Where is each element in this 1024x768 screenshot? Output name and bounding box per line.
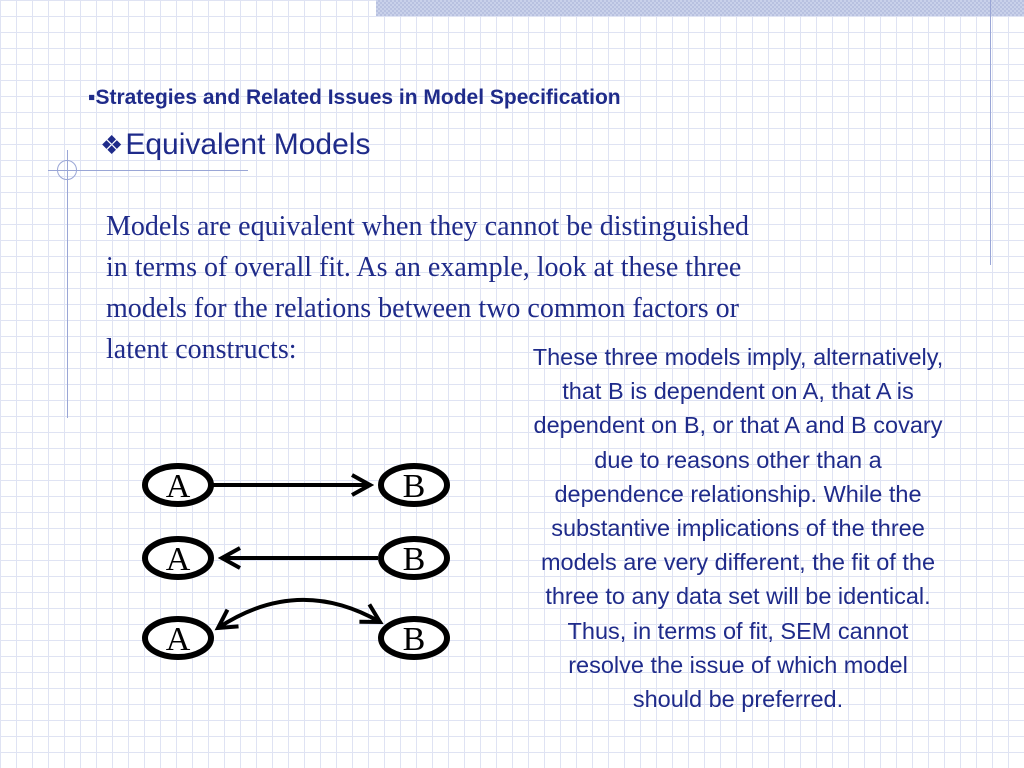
node-a-label: A bbox=[166, 468, 191, 505]
node-a-label: A bbox=[166, 621, 191, 658]
decorative-rule-horizontal bbox=[48, 170, 248, 171]
explanation-line: models are very different, the fit of th… bbox=[540, 549, 936, 576]
slide-subtitle: ❖Equivalent Models bbox=[100, 128, 370, 162]
slide-title: ▪Strategies and Related Issues in Model … bbox=[88, 86, 621, 110]
explanation-line: Thus, in terms of fit, SEM cannot bbox=[567, 617, 909, 644]
node-b-ellipse bbox=[378, 463, 450, 507]
explanation-line: dependence relationship. While the bbox=[554, 480, 922, 507]
explanation-paragraph: These three models imply, alternatively,… bbox=[484, 340, 992, 716]
explanation-line: resolve the issue of which model bbox=[568, 651, 908, 678]
intro-paragraph: Models are equivalent when they cannot b… bbox=[106, 206, 906, 370]
explanation-line: due to reasons other than a bbox=[594, 446, 882, 473]
top-decorative-band bbox=[376, 0, 1024, 16]
square-bullet-icon: ▪ bbox=[88, 86, 96, 109]
intro-line: Models are equivalent when they cannot b… bbox=[106, 211, 750, 242]
model-b-causes-a: A B bbox=[142, 536, 450, 580]
curved-covariance-arrow bbox=[218, 598, 380, 628]
decorative-rule-vertical bbox=[67, 150, 68, 418]
node-a-ellipse bbox=[142, 463, 214, 507]
explanation-line: that B is dependent on A, that A is bbox=[562, 378, 914, 405]
node-a-label: A bbox=[166, 541, 191, 578]
intro-line: latent constructs: bbox=[106, 334, 297, 365]
explanation-line: should be preferred. bbox=[632, 686, 844, 713]
explanation-line: These three models imply, alternatively, bbox=[532, 344, 944, 370]
explanation-line: substantive implications of the three bbox=[551, 515, 925, 542]
node-b-label: B bbox=[403, 621, 426, 658]
node-b-ellipse bbox=[378, 536, 450, 580]
decorative-rule-circle bbox=[57, 160, 77, 180]
explanation-line: dependent on B, or that A and B covary bbox=[533, 412, 943, 439]
node-a-ellipse bbox=[142, 616, 214, 660]
node-b-label: B bbox=[403, 468, 426, 505]
node-a-ellipse bbox=[142, 536, 214, 580]
diamond-bullet-icon: ❖ bbox=[100, 130, 124, 160]
equivalent-models-diagram: A B A B A B bbox=[142, 463, 450, 660]
model-a-b-covary: A B bbox=[142, 598, 450, 660]
model-a-causes-b: A B bbox=[142, 463, 450, 507]
decorative-rule-right bbox=[990, 0, 991, 265]
slide-subtitle-text: Equivalent Models bbox=[125, 128, 371, 161]
slide-title-text: Strategies and Related Issues in Model S… bbox=[95, 86, 621, 109]
intro-line: in terms of overall fit. As an example, … bbox=[106, 252, 742, 283]
node-b-label: B bbox=[403, 541, 426, 578]
explanation-line: three to any data set will be identical. bbox=[545, 583, 931, 610]
node-b-ellipse bbox=[378, 616, 450, 660]
intro-line: models for the relations between two com… bbox=[106, 293, 739, 324]
